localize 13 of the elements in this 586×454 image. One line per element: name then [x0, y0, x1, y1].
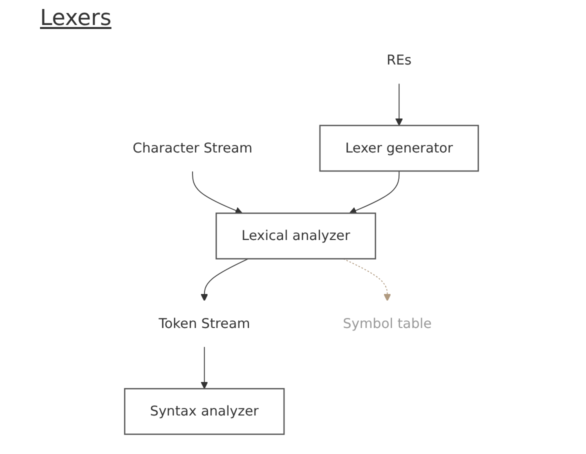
- node-text: REs: [386, 52, 412, 68]
- arrow: [349, 170, 400, 214]
- node-box: Syntax analyzer: [124, 388, 285, 435]
- node-box: Lexical analyzer: [216, 212, 376, 260]
- arrow: [200, 346, 208, 390]
- node-text: Symbol table: [343, 315, 432, 332]
- diagram-title: Lexers: [40, 6, 112, 31]
- node-text: Character Stream: [132, 140, 253, 156]
- arrow: [192, 170, 243, 214]
- arrow: [396, 82, 403, 126]
- node-box: Lexer generator: [319, 124, 480, 172]
- arrow: [200, 258, 249, 302]
- node-text: Token Stream: [158, 315, 250, 332]
